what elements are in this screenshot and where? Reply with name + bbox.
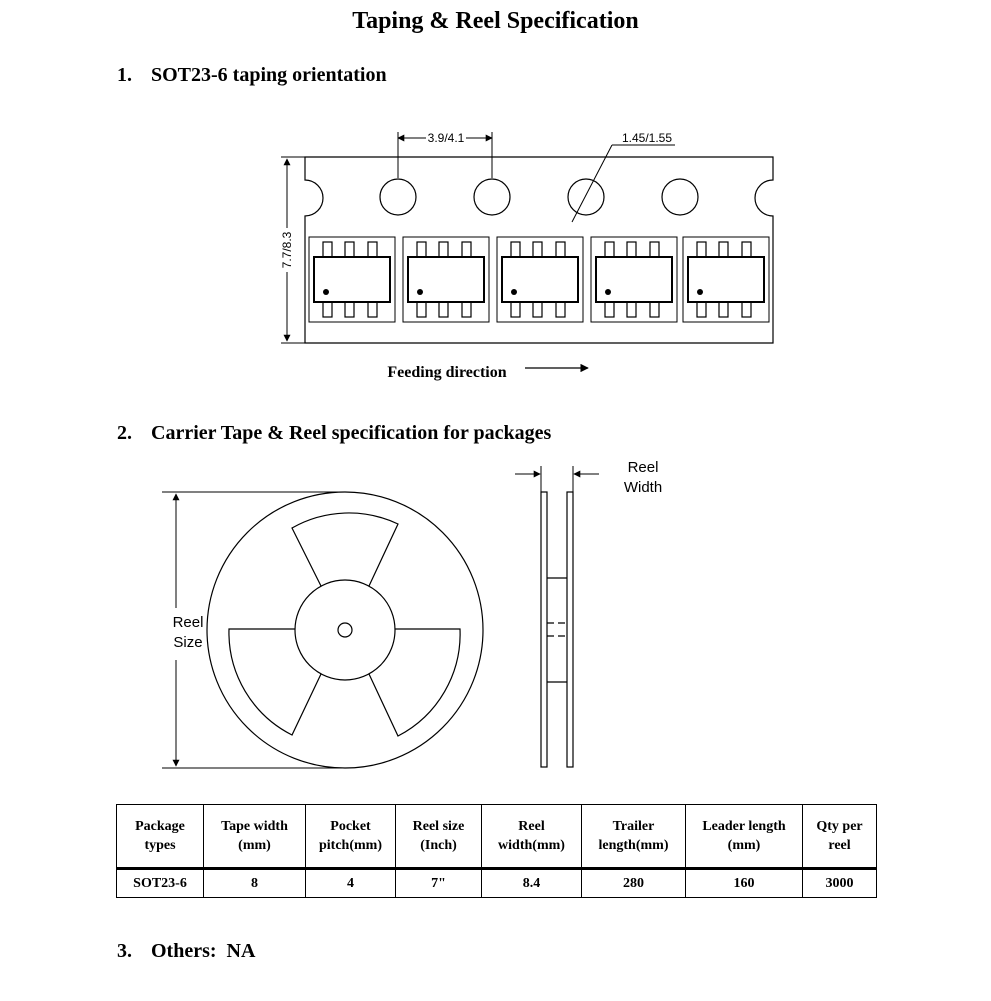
- table-row: SOT23-6 8 4 7" 8.4 280 160 3000: [116, 868, 877, 898]
- section-1-title: SOT23-6 taping orientation: [151, 64, 387, 86]
- header-tape-width: Tape width(mm): [203, 804, 306, 870]
- pocket-1: [308, 236, 396, 323]
- sprocket-hole: [379, 178, 417, 216]
- reel-window: [228, 628, 322, 736]
- cell-reel-width: 8.4: [481, 868, 582, 898]
- reel-window: [368, 628, 461, 737]
- cell-reel-size: 7": [395, 868, 482, 898]
- reel-outer-rim: [206, 491, 484, 769]
- reel-size-label-line2: Size: [173, 634, 202, 651]
- section-3-title: Others: NA: [151, 940, 256, 962]
- cell-package-type: SOT23-6: [116, 868, 204, 898]
- section-1-heading: 1. SOT23-6 taping orientation: [117, 64, 387, 87]
- header-reel-size: Reel size(Inch): [395, 804, 482, 870]
- hole-label: 1.45/1.55: [622, 131, 672, 145]
- reel-diagram: Reel Size Reel Width: [162, 459, 662, 769]
- reel-window: [291, 512, 399, 587]
- reel-size-label-line1: Reel: [173, 614, 204, 631]
- feeding-direction-label: Feeding direction: [387, 364, 506, 381]
- tape-diagram: 3.9/4.1 1.45/1.55 7.7/8.3 Feeding direct…: [280, 131, 774, 381]
- reel-flange-right: [566, 491, 574, 768]
- reel-hub: [294, 579, 396, 681]
- sprocket-hole: [567, 178, 605, 216]
- cell-tape-width: 8: [203, 868, 306, 898]
- tape-outline: [304, 156, 774, 344]
- cell-qty-per-reel: 3000: [802, 868, 877, 898]
- cell-trailer-length: 280: [581, 868, 686, 898]
- pocket-5: [682, 236, 770, 323]
- page-title: Taping & Reel Specification: [352, 8, 639, 34]
- reel-width-label-line2: Width: [624, 479, 662, 496]
- height-label: 7.7/8.3: [280, 231, 294, 268]
- section-1-number: 1.: [117, 64, 132, 86]
- reel-center-hole: [337, 622, 353, 638]
- sprocket-hole: [661, 178, 699, 216]
- pocket-3: [496, 236, 584, 323]
- pitch-label: 3.9/4.1: [428, 131, 465, 145]
- sprocket-hole: [473, 178, 511, 216]
- section-3-heading: 3. Others: NA: [117, 940, 255, 963]
- section-2-number: 2.: [117, 422, 132, 444]
- reel-flange-left: [540, 491, 548, 768]
- section-2-title: Carrier Tape & Reel specification for pa…: [151, 422, 552, 444]
- header-leader-length: Leader length(mm): [685, 804, 803, 870]
- section-3-number: 3.: [117, 940, 132, 962]
- cell-pocket-pitch: 4: [305, 868, 396, 898]
- section-2-heading: 2. Carrier Tape & Reel specification for …: [117, 422, 551, 445]
- reel-width-label-line1: Reel: [628, 459, 659, 476]
- pocket-4: [590, 236, 678, 323]
- pocket-2: [402, 236, 490, 323]
- cell-leader-length: 160: [685, 868, 803, 898]
